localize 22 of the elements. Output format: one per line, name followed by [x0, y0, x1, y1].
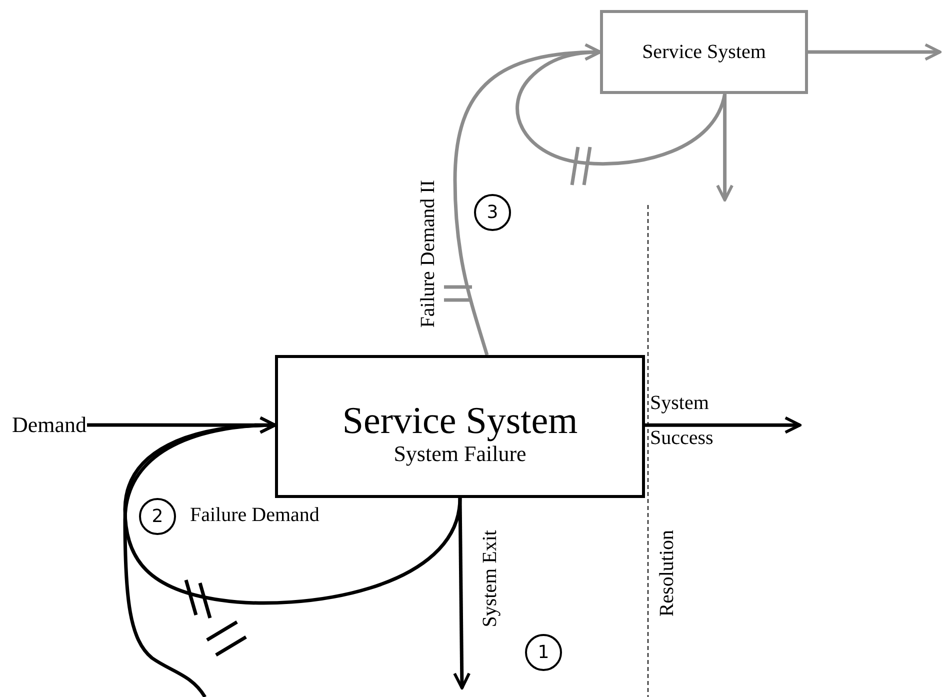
number-circle: [525, 634, 562, 671]
number-circle: [139, 498, 176, 535]
system-box-title: Service System: [342, 400, 578, 442]
arrow: [453, 498, 471, 690]
edge-label: System Success: [650, 391, 714, 451]
system-box: [600, 10, 808, 94]
system-box-subtitle: System Failure: [394, 442, 526, 466]
number-circle: [474, 194, 511, 231]
arrow: [808, 43, 942, 61]
input-label: Demand: [12, 412, 87, 438]
arrow: [123, 416, 276, 697]
system-box-title: Service System: [642, 41, 766, 63]
edge-label: System Exit: [479, 530, 502, 628]
step-number: 3: [486, 202, 498, 222]
system-box: [275, 355, 645, 498]
arrow: [716, 94, 734, 202]
edge-label: Failure Demand: [190, 504, 320, 527]
step-number: 2: [152, 506, 164, 526]
edge-label: Failure Demand II: [417, 180, 440, 328]
step-number: 1: [538, 642, 550, 662]
divider-label: Resolution: [656, 530, 679, 617]
arrow: [645, 416, 802, 434]
